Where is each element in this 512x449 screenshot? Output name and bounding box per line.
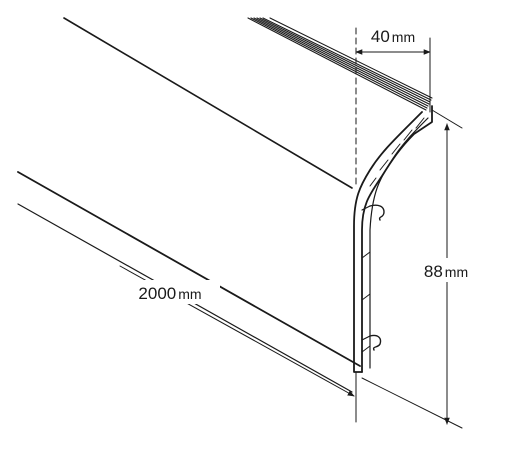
top-lip-lines [247,17,433,111]
profile-section [353,105,433,373]
face-top-edge [63,17,353,189]
face-upper-long-edge [17,171,361,367]
